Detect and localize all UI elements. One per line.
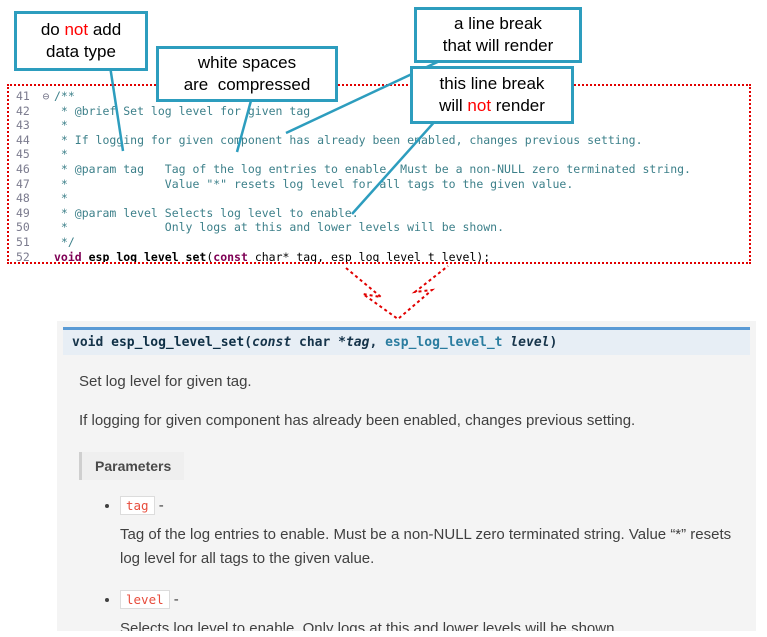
gutter-spacer xyxy=(38,162,54,177)
function-signature: void esp_log_level_set(const char *tag, … xyxy=(63,327,750,355)
code-line: 49 * @param level Selects log level to e… xyxy=(9,206,749,221)
line-number: 45 xyxy=(16,147,30,162)
callout-line: white spaces xyxy=(197,52,297,72)
code-text: * @brief Set log level for given tag xyxy=(54,103,311,118)
sig-param-tag: tag xyxy=(345,335,370,350)
code-line: 51 */ xyxy=(9,235,749,250)
gutter-spacer xyxy=(38,206,54,221)
line-number: 48 xyxy=(16,191,30,206)
line-number: 44 xyxy=(16,132,30,147)
callout-white-spaces-compressed: white spaces are compressed xyxy=(156,46,338,102)
parameter-dash: - xyxy=(154,497,164,514)
line-number: 47 xyxy=(16,176,30,191)
gutter-spacer xyxy=(38,191,54,206)
sig-punct: , xyxy=(369,335,386,350)
code-text: void esp_log_level_set(const char* tag, … xyxy=(54,249,491,264)
rendered-docs-panel: void esp_log_level_set(const char *tag, … xyxy=(57,321,756,631)
line-number: 43 xyxy=(16,118,30,133)
callout-line: are compressed xyxy=(183,75,311,94)
parameter-list: tag - Tag of the log entries to enable. … xyxy=(57,494,756,631)
gutter-spacer xyxy=(38,177,54,192)
sig-punct: ( xyxy=(244,335,253,350)
code-text: * If logging for given component has alr… xyxy=(54,132,643,147)
sig-level-type: esp_log_level_t xyxy=(385,335,503,350)
code-text: /** xyxy=(54,89,75,103)
code-editor-snippet: 41 ⊖ /** 42 * @brief Set log level for g… xyxy=(7,84,751,264)
gutter-spacer xyxy=(38,133,54,148)
callout-line: that will render xyxy=(442,36,554,55)
callout-line: will not render xyxy=(439,96,545,115)
gutter-spacer xyxy=(38,250,54,262)
line-number: 50 xyxy=(16,220,30,235)
line-number: 46 xyxy=(16,161,30,176)
callout-line-break-renders: a line break that will render xyxy=(414,7,582,63)
code-line: 41 ⊖ /** xyxy=(9,89,749,104)
sig-param-level: level xyxy=(510,335,550,350)
parameter-text: char* tag, esp_log_level_t level); xyxy=(247,249,491,264)
parameter-name-code: tag xyxy=(120,496,155,515)
emphasis-not: not xyxy=(64,19,89,39)
function-name: esp_log_level_set xyxy=(88,249,207,264)
code-line: 44 * If logging for given component has … xyxy=(9,133,749,148)
code-text: * @param tag Tag of the log entries to e… xyxy=(54,161,691,176)
sig-punct: ) xyxy=(549,335,558,350)
parameter-description: Selects log level to enable. Only logs a… xyxy=(120,620,619,631)
brief-description: Set log level for given tag. xyxy=(79,373,252,390)
sig-const-keyword: const xyxy=(252,335,292,350)
gutter-spacer xyxy=(38,147,54,162)
code-line-function-declaration: 52 void esp_log_level_set(const char* ta… xyxy=(9,249,749,264)
sig-char-type: char * xyxy=(291,335,346,350)
callout-line: data type xyxy=(46,42,116,61)
code-line: 43 * xyxy=(9,118,749,133)
emphasis-not: not xyxy=(467,96,492,115)
code-text: * xyxy=(54,118,68,133)
code-text: * Value "*" resets log level for all tag… xyxy=(54,176,574,191)
line-number: 51 xyxy=(16,234,30,249)
code-text: * xyxy=(54,191,68,206)
parameter-description: Tag of the log entries to enable. Must b… xyxy=(120,526,732,567)
punctuation: ( xyxy=(206,249,214,264)
code-text: * @param level Selects log level to enab… xyxy=(54,205,359,220)
gutter-spacer xyxy=(38,235,54,250)
parameter-name-code: level xyxy=(120,589,170,609)
line-number: 49 xyxy=(16,205,30,220)
code-line: 47 * Value "*" resets log level for all … xyxy=(9,177,749,192)
detailed-description: If logging for given component has alrea… xyxy=(79,411,636,429)
sig-function-name: esp_log_level_set xyxy=(111,335,245,350)
code-text: */ xyxy=(54,234,75,249)
callout-do-not-add-data-type: do not add data type xyxy=(14,11,148,71)
parameter-item-level: level - Selects log level to enable. Onl… xyxy=(120,588,735,631)
code-text: * Only logs at this and lower levels wil… xyxy=(54,220,505,235)
code-line: 42 * @brief Set log level for given tag xyxy=(9,104,749,119)
collapse-icon[interactable]: ⊖ xyxy=(42,89,50,103)
render-arrow-icon xyxy=(345,265,449,321)
code-line: 48 * xyxy=(9,191,749,206)
parameters-heading: Parameters xyxy=(79,452,185,480)
callout-line: a line break xyxy=(454,13,542,33)
gutter-spacer xyxy=(38,118,54,133)
callout-line: this line break xyxy=(439,73,545,93)
code-line: 50 * Only logs at this and lower levels … xyxy=(9,220,749,235)
line-number: 41 xyxy=(16,89,30,103)
keyword-const: const xyxy=(213,249,248,264)
code-text: * xyxy=(54,147,68,162)
gutter-spacer xyxy=(38,220,54,235)
callout-line: do not add xyxy=(40,19,122,39)
code-line: 46 * @param tag Tag of the log entries t… xyxy=(9,162,749,177)
keyword-void: void xyxy=(54,249,89,264)
sig-return-type: void xyxy=(72,335,112,350)
line-number: 42 xyxy=(16,103,30,118)
gutter-spacer xyxy=(38,104,54,119)
parameter-dash: - xyxy=(169,590,179,608)
callout-line-break-not-render: this line break will not render xyxy=(410,66,574,124)
code-line: 45 * xyxy=(9,147,749,162)
parameter-item-tag: tag - Tag of the log entries to enable. … xyxy=(120,494,735,570)
line-number: 52 xyxy=(16,249,30,264)
